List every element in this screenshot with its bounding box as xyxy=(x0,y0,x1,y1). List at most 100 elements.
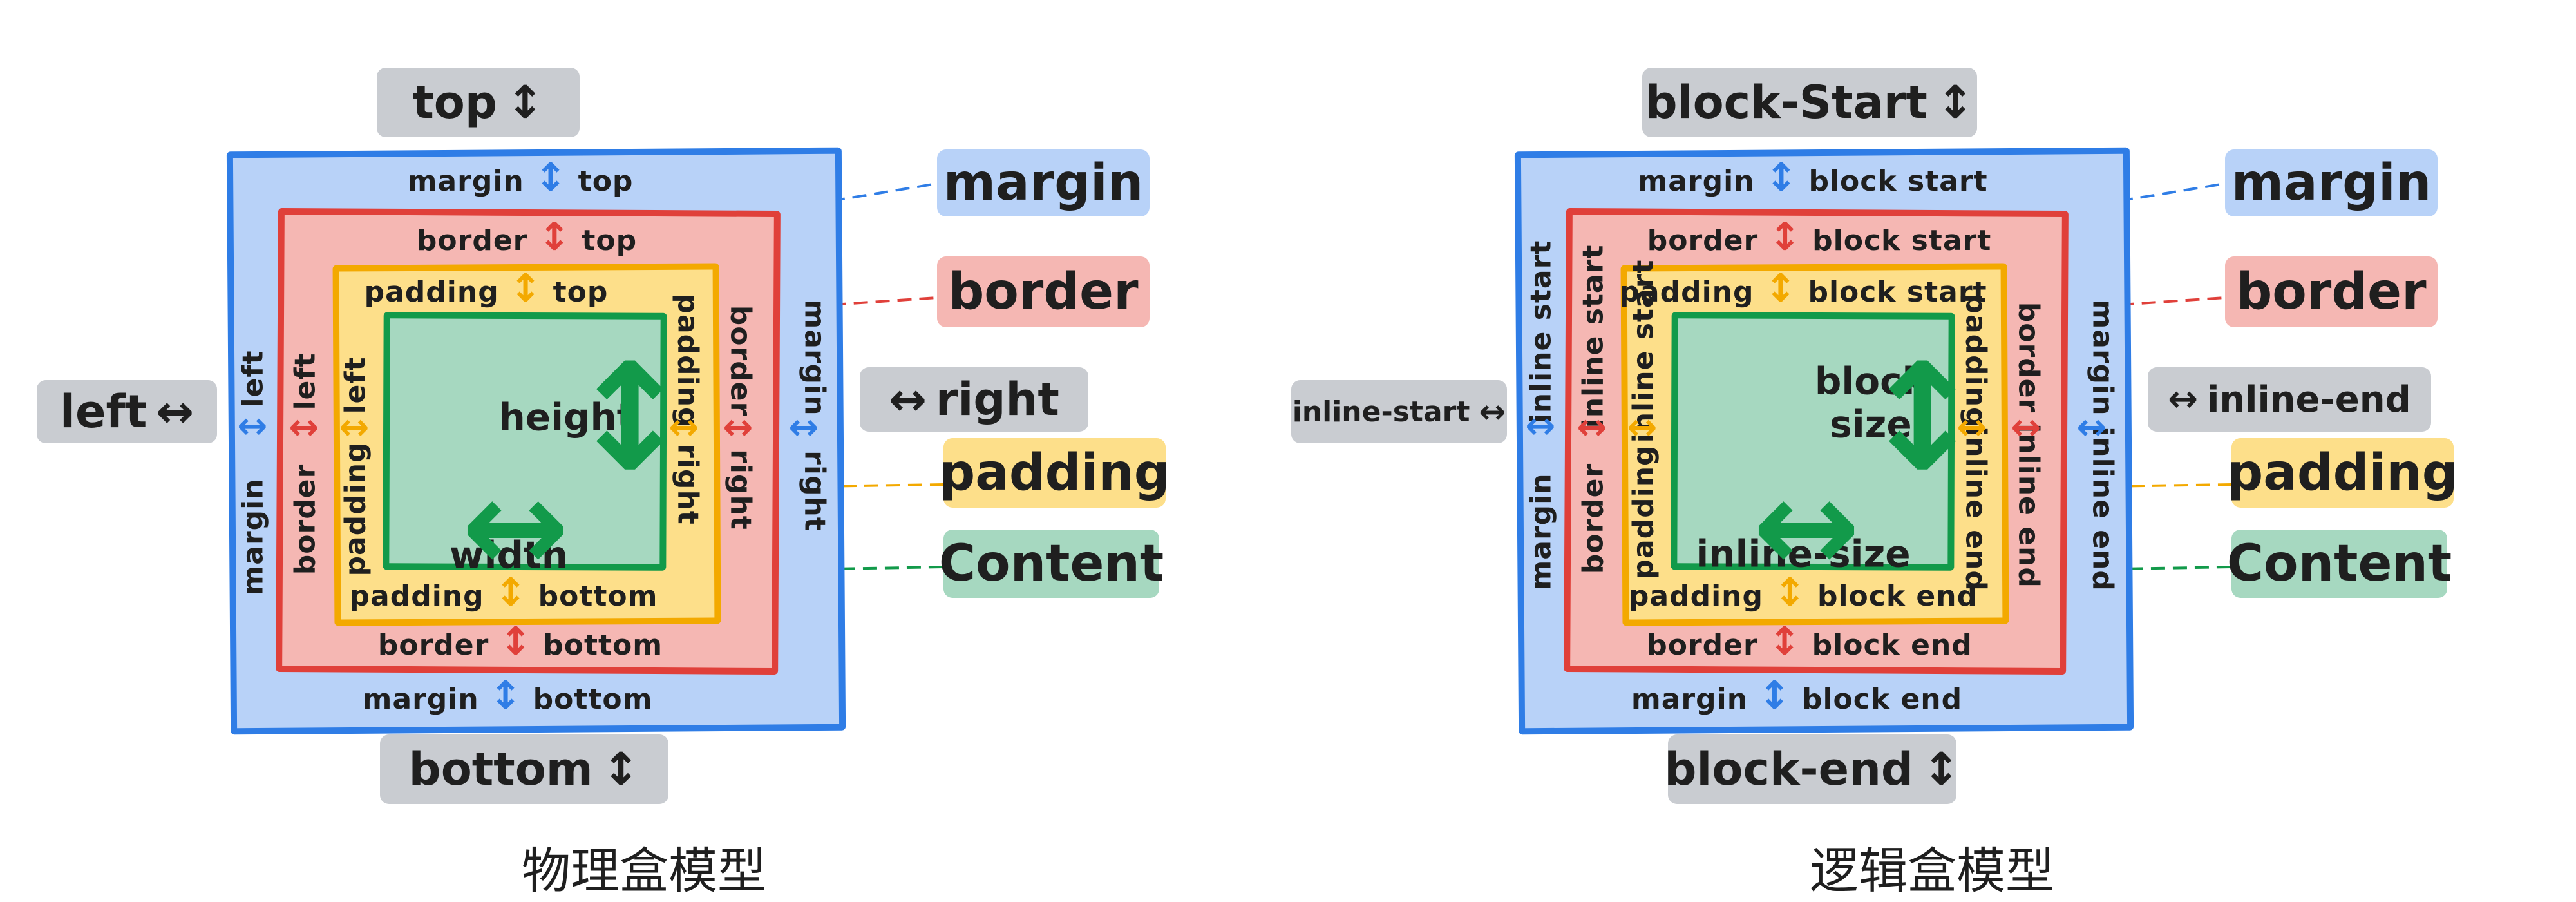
logical-box-model-panel: margin ↕ block start margin ↕ block end … xyxy=(1288,0,2576,900)
border-left-word: border xyxy=(1577,463,1610,575)
outer-bottom-label: block-end xyxy=(1664,743,1914,796)
outer-block-start-pill: block-Start ↕ xyxy=(1642,68,1977,137)
content-width-arrow-icon: ↔ xyxy=(461,452,569,602)
padding-bottom-word: padding xyxy=(1628,580,1764,613)
legend-margin: margin xyxy=(2225,149,2438,216)
padding-top-label: padding ↕ top xyxy=(365,266,609,311)
padding-bottom-label: padding ↕ bottom xyxy=(350,570,658,615)
vertical-arrow-icon: ↕ xyxy=(1922,743,1960,796)
padding-left-side: left xyxy=(339,356,372,414)
outer-bottom-label: bottom xyxy=(408,743,593,796)
border-bottom-word: border xyxy=(1647,629,1758,662)
padding-top-word: padding xyxy=(364,276,499,309)
margin-right-word: margin xyxy=(2086,299,2119,416)
padding-top-word: padding xyxy=(1619,276,1754,309)
outer-left-pill: left ↔ xyxy=(37,380,217,443)
border-right-word: border xyxy=(2012,302,2045,414)
legend-padding: padding xyxy=(2227,438,2458,508)
border-block-end-label: border ↕ block end xyxy=(1647,619,1973,664)
horizontal-arrow-icon: ↔ xyxy=(1479,393,1506,430)
padding-bottom-arrow-icon: ↕ xyxy=(494,570,528,615)
border-left-side: inline start xyxy=(1577,244,1610,428)
content-block-size-label: block size xyxy=(1814,359,1927,446)
margin-connector xyxy=(2118,182,2226,202)
padding-top-arrow-icon: ↕ xyxy=(509,266,543,311)
border-bottom-label: border ↕ bottom xyxy=(378,619,663,664)
padding-top-arrow-icon: ↕ xyxy=(1764,266,1798,311)
logical-caption: 逻辑盒模型 xyxy=(1810,842,2054,899)
border-left-arrow-icon: ↔ xyxy=(1577,407,1607,448)
border-bottom-side: bottom xyxy=(543,629,663,662)
margin-bottom-side: bottom xyxy=(533,683,653,716)
margin-bottom-word: margin xyxy=(362,683,479,716)
border-top-label: border ↕ top xyxy=(417,215,637,260)
content-inline-size-label: inline-size xyxy=(1696,532,1911,576)
margin-block-end-label: margin ↕ block end xyxy=(1631,673,1962,718)
margin-connector xyxy=(830,182,938,202)
padding-bottom-word: padding xyxy=(349,580,484,613)
padding-bottom-side: block end xyxy=(1817,580,1978,613)
padding-right-arrow-icon: ↔ xyxy=(668,407,699,448)
outer-top-label: block-Start xyxy=(1645,76,1927,129)
padding-block-start-label: padding ↕ block start xyxy=(1619,266,1987,311)
outer-left-label: inline-start xyxy=(1292,395,1470,428)
margin-left-word: margin xyxy=(1524,473,1558,590)
margin-right-arrow-icon: ↔ xyxy=(2076,407,2107,448)
content-inline-size-arrow-icon: ↔ xyxy=(1752,452,1861,602)
border-block-start-label: border ↕ block start xyxy=(1647,215,1992,260)
padding-bottom-side: bottom xyxy=(538,580,658,613)
content-height-arrow-icon: ↕ xyxy=(567,332,692,504)
border-left-arrow-icon: ↔ xyxy=(289,407,319,448)
legend-padding: padding xyxy=(939,438,1170,508)
legend-border: border xyxy=(937,256,1150,327)
padding-top-side: block start xyxy=(1808,276,1987,309)
border-right-word: border xyxy=(724,305,757,417)
padding-right-arrow-icon: ↔ xyxy=(1956,407,1987,448)
border-right-arrow-icon: ↔ xyxy=(2011,407,2041,448)
border-top-arrow-icon: ↕ xyxy=(538,215,571,260)
outer-top-label: top xyxy=(412,76,497,129)
vertical-arrow-icon: ↕ xyxy=(506,76,544,129)
margin-left-side: left xyxy=(236,350,270,408)
border-top-arrow-icon: ↕ xyxy=(1768,215,1802,260)
outer-right-label: right xyxy=(935,373,1059,426)
border-left-word: border xyxy=(289,463,322,575)
physical-box-model-panel: margin ↕ top margin ↕ bottom margin left… xyxy=(0,0,1288,900)
margin-right-word: margin xyxy=(798,299,831,416)
margin-bottom-arrow-icon: ↕ xyxy=(489,673,523,718)
margin-bottom-arrow-icon: ↕ xyxy=(1758,673,1792,718)
outer-top-pill: top ↕ xyxy=(377,68,580,137)
margin-bottom-side: block end xyxy=(1801,683,1963,716)
legend-margin: margin xyxy=(937,149,1150,216)
margin-right-side: inline end xyxy=(2086,427,2119,591)
outer-right-label: inline-end xyxy=(2207,378,2411,421)
outer-inline-end-pill: ↔ inline-end xyxy=(2148,367,2431,432)
padding-top-side: top xyxy=(553,276,609,309)
outer-left-label: left xyxy=(59,385,147,438)
margin-bottom-label: margin ↕ bottom xyxy=(363,673,653,718)
margin-top-word: margin xyxy=(1638,165,1755,198)
border-bottom-side: block end xyxy=(1812,629,1973,662)
margin-top-label: margin ↕ top xyxy=(408,155,634,200)
horizontal-arrow-icon: ↔ xyxy=(889,373,927,426)
legend-content: Content xyxy=(939,530,1164,598)
margin-right-side: right xyxy=(798,450,831,532)
border-bottom-arrow-icon: ↕ xyxy=(499,619,533,664)
margin-top-arrow-icon: ↕ xyxy=(1765,155,1799,200)
horizontal-arrow-icon: ↔ xyxy=(156,385,194,438)
horizontal-arrow-icon: ↔ xyxy=(2168,378,2199,420)
margin-left-word: margin xyxy=(236,478,270,595)
margin-top-arrow-icon: ↕ xyxy=(535,155,568,200)
outer-bottom-pill: bottom ↕ xyxy=(380,734,668,804)
border-top-word: border xyxy=(1647,224,1759,257)
margin-bottom-word: margin xyxy=(1631,683,1748,716)
margin-top-word: margin xyxy=(407,165,524,198)
content-height-label: height xyxy=(498,395,635,439)
legend-border: border xyxy=(2225,256,2438,327)
margin-left-arrow-icon: ↔ xyxy=(237,405,268,447)
content-block-size-arrow-icon: ↕ xyxy=(1860,332,1985,504)
border-right-arrow-icon: ↔ xyxy=(723,407,753,448)
border-bottom-arrow-icon: ↕ xyxy=(1768,619,1802,664)
border-left-side: left xyxy=(289,352,322,410)
